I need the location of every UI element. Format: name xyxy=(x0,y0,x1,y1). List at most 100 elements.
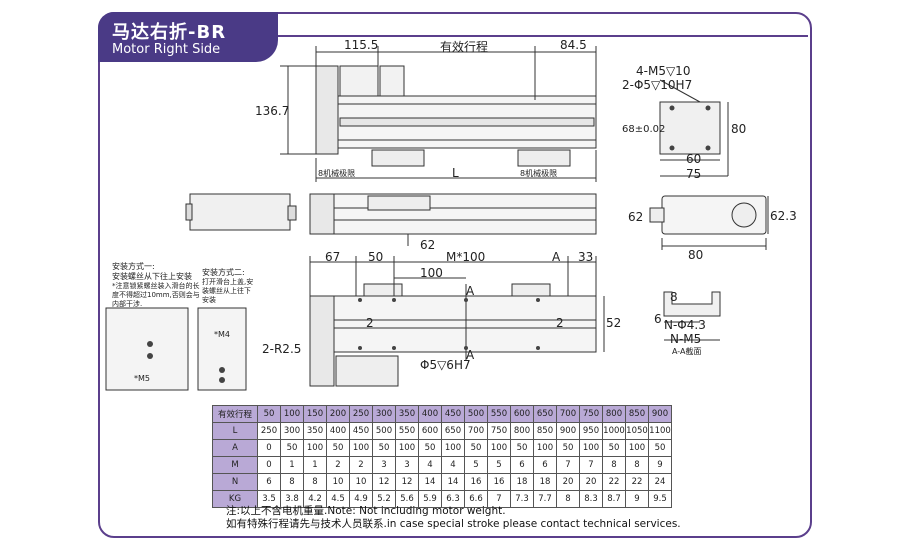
table-cell: 750 xyxy=(487,422,511,440)
table-cell: 300 xyxy=(372,405,396,423)
dim-60: 60 xyxy=(686,152,702,166)
install-1-title: 安装方式一: xyxy=(112,262,155,271)
table-cell: 50 xyxy=(556,439,580,457)
table-cell: 9 xyxy=(648,456,672,474)
table-cell: 50 xyxy=(372,439,396,457)
table-cell: 7 xyxy=(556,456,580,474)
footnote-1: 注:以上不含电机重量.Note: Not including motor wei… xyxy=(226,505,506,517)
table-cell: 20 xyxy=(579,473,603,491)
table-cell: 7.3 xyxy=(510,490,534,508)
table-cell: 14 xyxy=(418,473,442,491)
dim-67: 67 xyxy=(325,250,341,264)
table-cell: 1050 xyxy=(625,422,649,440)
table-cell: 12 xyxy=(372,473,396,491)
table-row-header: M xyxy=(212,456,258,474)
dim-623: 62.3 xyxy=(770,209,797,223)
table-cell: 10 xyxy=(349,473,373,491)
table-cell: 2 xyxy=(326,456,350,474)
table-cell: 6 xyxy=(533,456,557,474)
table-cell: 1000 xyxy=(602,422,626,440)
dim-holes: 4-M5▽10 xyxy=(636,64,691,78)
table-cell: 7 xyxy=(579,456,603,474)
sec-d6: 6 xyxy=(654,312,662,326)
limit-right: 8机械极限 xyxy=(520,169,558,178)
table-cell: 650 xyxy=(533,405,557,423)
mid-motor-mount xyxy=(309,193,335,235)
table-cell: 50 xyxy=(510,439,534,457)
header-rule xyxy=(278,35,808,37)
label-2-left: 2 xyxy=(366,316,374,330)
top-motor-coupling xyxy=(339,65,379,97)
top-motor-body xyxy=(315,65,339,155)
section-mark-a2: A xyxy=(466,348,475,362)
install-1-label: *M5 xyxy=(134,374,150,383)
table-cell: 0 xyxy=(257,456,281,474)
table-cell: 850 xyxy=(533,422,557,440)
table-cell: 50 xyxy=(602,439,626,457)
table-cell: 350 xyxy=(395,405,419,423)
sec-nm5: N-M5 xyxy=(670,332,702,346)
dim-stroke: 有效行程 xyxy=(440,40,489,54)
sec-d8: 8 xyxy=(670,290,678,304)
table-cell: 100 xyxy=(625,439,649,457)
install-1-note: *注意锁紧螺丝装入滑台的长度不得超过10mm,否则会与内部干涉. xyxy=(112,282,200,308)
bottom-motor xyxy=(309,295,335,387)
table-cell: 50 xyxy=(648,439,672,457)
footnote-2: 如有特殊行程请先与技术人员联系.in case special stroke p… xyxy=(226,518,681,530)
table-cell: 400 xyxy=(326,422,350,440)
table-cell: 8 xyxy=(602,456,626,474)
install-2-label: *M4 xyxy=(214,330,230,339)
dim-pin: Φ5▽6H7 xyxy=(420,358,471,372)
table-cell: 6 xyxy=(510,456,534,474)
table-cell: 50 xyxy=(280,439,304,457)
title-tab: 马达右折-BR Motor Right Side xyxy=(98,12,278,62)
table-cell: 3 xyxy=(395,456,419,474)
top-motor-flange xyxy=(379,65,405,97)
dim-52: 52 xyxy=(606,316,622,330)
table-cell: 6.3 xyxy=(441,490,465,508)
table-cell: 850 xyxy=(625,405,649,423)
install-method-2-image xyxy=(197,307,247,391)
install-1: 安装方式一: 安装螺丝从下往上安装 *注意锁紧螺丝装入滑台的长度不得超过10mm… xyxy=(112,262,202,309)
section-mark-a1: A xyxy=(466,284,475,298)
table-cell: 3 xyxy=(372,456,396,474)
table-cell: 8 xyxy=(280,473,304,491)
table-cell: 300 xyxy=(280,422,304,440)
dim-m100: M*100 xyxy=(446,250,486,264)
sec-n43: N-Φ4.3 xyxy=(664,318,706,332)
table-cell: 8 xyxy=(303,473,327,491)
table-cell: 16 xyxy=(464,473,488,491)
table-cell: 900 xyxy=(648,405,672,423)
table-cell: 500 xyxy=(464,405,488,423)
table-cell: 600 xyxy=(510,405,534,423)
table-cell: 250 xyxy=(349,405,373,423)
dim-136: 136.7 xyxy=(255,104,290,118)
table-cell: 900 xyxy=(556,422,580,440)
table-cell: 9.5 xyxy=(648,490,672,508)
table-row-header: L xyxy=(212,422,258,440)
table-cell: 650 xyxy=(441,422,465,440)
table-cell: 22 xyxy=(602,473,626,491)
table-cell: 1 xyxy=(303,456,327,474)
table-cell: 100 xyxy=(349,439,373,457)
dim-50: 50 xyxy=(368,250,384,264)
top-rail-strip xyxy=(339,117,595,127)
table-cell: 800 xyxy=(510,422,534,440)
table-cell: 20 xyxy=(556,473,580,491)
table-cell: 450 xyxy=(349,422,373,440)
table-cell: 100 xyxy=(533,439,557,457)
table-cell: 100 xyxy=(487,439,511,457)
table-cell: 400 xyxy=(418,405,442,423)
table-cell: 50 xyxy=(257,405,281,423)
dim-L: L xyxy=(452,166,459,180)
table-cell: 22 xyxy=(625,473,649,491)
table-cell: 350 xyxy=(303,422,327,440)
section-profile xyxy=(663,291,721,317)
table-cell: 700 xyxy=(464,422,488,440)
table-cell: 100 xyxy=(579,439,603,457)
